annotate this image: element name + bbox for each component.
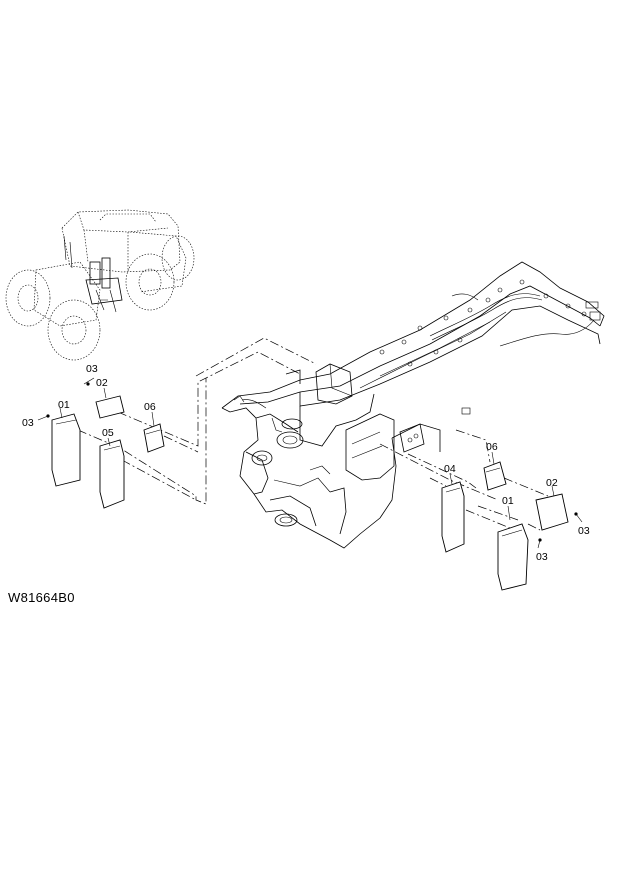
loader-overview-illustration — [5, 209, 195, 361]
plate-02-right — [535, 493, 569, 531]
drawing-code: W81664B0 — [8, 590, 75, 605]
pad-06-right — [483, 461, 507, 491]
panel-01-right — [497, 523, 529, 591]
callout-labels: 03 02 03 01 06 05 06 04 02 01 03 03 — [22, 363, 590, 563]
panel-04-right — [441, 481, 465, 553]
main-frame-illustration — [221, 261, 605, 549]
callout-left-01: 01 — [58, 399, 70, 411]
right-parts-group — [441, 451, 583, 591]
panel-05-left — [99, 439, 125, 509]
callout-right-03-a: 03 — [578, 525, 590, 537]
callout-right-06: 06 — [486, 441, 498, 453]
panel-01-left — [51, 413, 81, 487]
callout-left-03-top: 03 — [86, 363, 98, 375]
callout-left-06: 06 — [144, 401, 156, 413]
pad-06-left — [143, 423, 165, 453]
plate-02-left — [95, 395, 125, 419]
callout-left-03-side: 03 — [22, 417, 34, 429]
callout-right-03-b: 03 — [536, 551, 548, 563]
left-parts-group — [37, 377, 165, 509]
fastener-03-left-a — [86, 382, 90, 386]
callout-right-01: 01 — [502, 495, 514, 507]
callout-right-02: 02 — [546, 477, 558, 489]
callout-left-02: 02 — [96, 377, 108, 389]
callout-left-05: 05 — [102, 427, 114, 439]
callout-right-04: 04 — [444, 463, 456, 475]
